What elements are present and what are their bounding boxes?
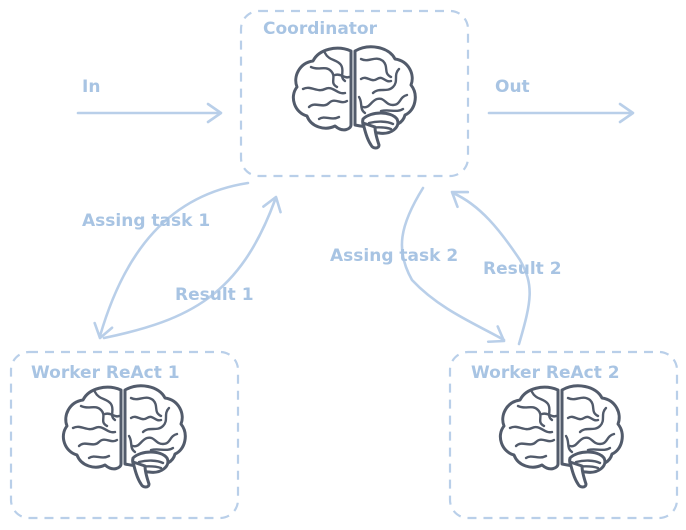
assign-task-2-arrow: [400, 186, 506, 342]
result-1-arrow: [102, 198, 277, 340]
worker1-box: [9, 350, 240, 520]
worker1-label: Worker ReAct 1: [31, 363, 180, 383]
worker2-label: Worker ReAct 2: [471, 363, 620, 383]
output-label: Out: [495, 77, 530, 97]
brain-icon: [61, 384, 187, 489]
result-1-label: Result 1: [175, 285, 254, 305]
worker2-box: [448, 350, 679, 520]
input-label: In: [82, 77, 100, 97]
brain-icon: [291, 45, 417, 150]
result-2-label: Result 2: [483, 259, 562, 279]
assign-task-1-arrow: [98, 181, 250, 338]
coordinator-box: [239, 9, 470, 178]
assign-task-1-label: Assing task 1: [82, 211, 210, 231]
result-2-arrow: [451, 191, 531, 346]
brain-icon: [498, 384, 624, 489]
assign-task-2-label: Assing task 2: [330, 246, 458, 266]
coordinator-label: Coordinator: [263, 19, 378, 39]
